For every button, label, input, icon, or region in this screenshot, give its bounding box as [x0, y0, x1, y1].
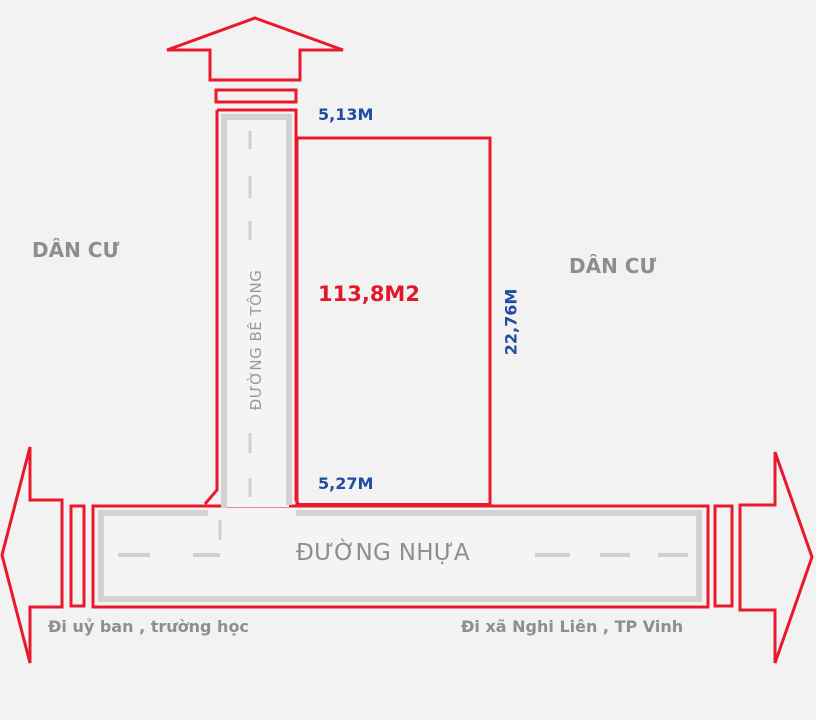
plot-width-top: 5,13M [318, 105, 374, 124]
direction-left-label: Đi uỷ ban , trường học [48, 617, 249, 636]
up-arrow-icon [166, 16, 344, 104]
direction-right-label: Đi xã Nghi Liên , TP Vinh [461, 617, 684, 636]
asphalt-road-label: ĐƯỜNG NHỰA [296, 540, 470, 566]
land-plot [295, 136, 492, 507]
plot-width-bottom: 5,27M [318, 474, 374, 493]
plot-area: 113,8M2 [318, 282, 420, 306]
neighbor-left-label: DÂN CƯ [32, 238, 120, 262]
asphalt-road [91, 504, 710, 609]
road-centerline [218, 131, 252, 540]
right-arrow-icon [713, 451, 814, 664]
concrete-road-label: ĐƯỜNG BÊ TÔNG [247, 269, 265, 411]
left-arrow-icon [0, 446, 86, 664]
neighbor-right-label: DÂN CƯ [569, 254, 657, 278]
plot-length-side: 22,76M [501, 288, 521, 356]
